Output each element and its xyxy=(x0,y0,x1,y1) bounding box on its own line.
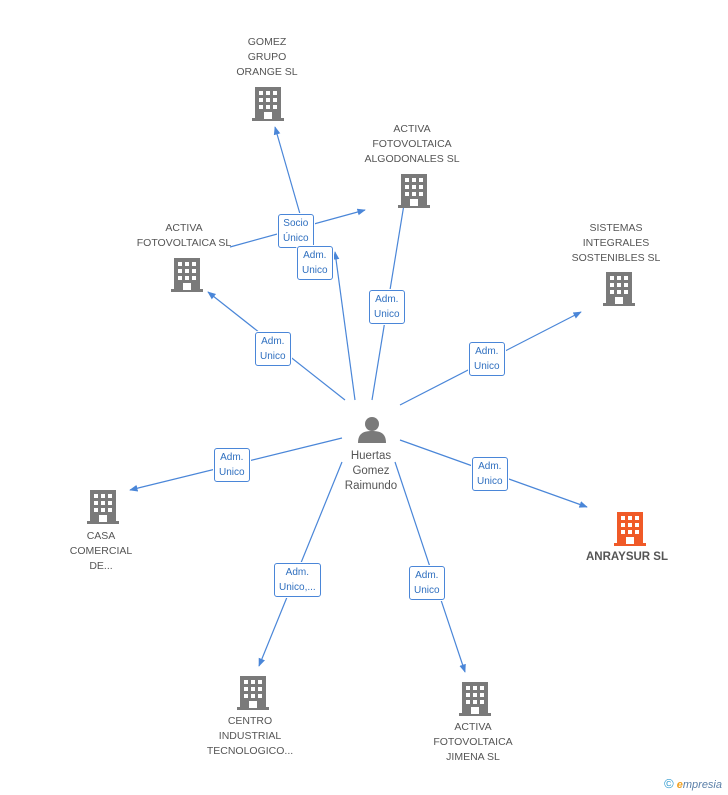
person-icon[interactable] xyxy=(358,417,386,443)
company-label-centro: CENTRO INDUSTRIAL TECNOLOGICO... xyxy=(206,715,294,757)
edge-label-adm-algodonales[interactable]: Adm. Unico xyxy=(369,290,405,324)
company-label-jimena: ACTIVA FOTOVOLTAICA JIMENA SL xyxy=(433,721,513,763)
edges xyxy=(129,126,588,673)
edge-gomez xyxy=(273,126,301,215)
company-label-gomez: GOMEZ GRUPO ORANGE SL xyxy=(236,36,298,78)
watermark: ©empresia xyxy=(664,776,722,791)
building-icon-casa[interactable] xyxy=(87,490,119,524)
edge-label-adm-anraysur[interactable]: Adm. Unico xyxy=(472,457,508,491)
person-name: Huertas Gomez Raimundo xyxy=(344,450,398,492)
company-label-activa: ACTIVA FOTOVOLTAICA SL xyxy=(136,222,232,249)
company-label-algodonales: ACTIVA FOTOVOLTAICA ALGODONALES SL xyxy=(364,123,460,165)
building-icon-centro[interactable] xyxy=(237,676,269,710)
building-icon-jimena[interactable] xyxy=(459,682,491,716)
edge-label-adm-casa[interactable]: Adm. Unico xyxy=(214,448,250,482)
building-icon-anraysur[interactable] xyxy=(614,512,646,546)
edge-label-socio-unico[interactable]: Socio Único xyxy=(278,214,314,248)
edge-label-adm-gomez[interactable]: Adm. Unico xyxy=(297,246,333,280)
company-label-sistemas: SISTEMAS INTEGRALES SOSTENIBLES SL xyxy=(571,222,661,264)
building-icon-activa[interactable] xyxy=(171,258,203,292)
copyright-icon: © xyxy=(664,776,674,791)
edge-gomez-2 xyxy=(332,251,356,401)
company-label-casa: CASA COMERCIAL DE... xyxy=(69,530,133,572)
company-label-anraysur: ANRAYSUR SL xyxy=(585,551,668,563)
edge-label-adm-sistemas[interactable]: Adm. Unico xyxy=(469,342,505,376)
brand-initial: e xyxy=(676,779,683,791)
building-icon-gomez[interactable] xyxy=(252,87,284,121)
node-icons xyxy=(87,87,646,716)
building-icon-sistemas[interactable] xyxy=(603,272,635,306)
edge-label-adm-jimena[interactable]: Adm. Unico xyxy=(409,566,445,600)
brand-name: mpresia xyxy=(682,779,722,791)
edge-label-adm-activa[interactable]: Adm. Unico xyxy=(255,332,291,366)
building-icon-algodonales[interactable] xyxy=(398,174,430,208)
edge-label-adm-centro[interactable]: Adm. Unico,... xyxy=(274,563,321,597)
